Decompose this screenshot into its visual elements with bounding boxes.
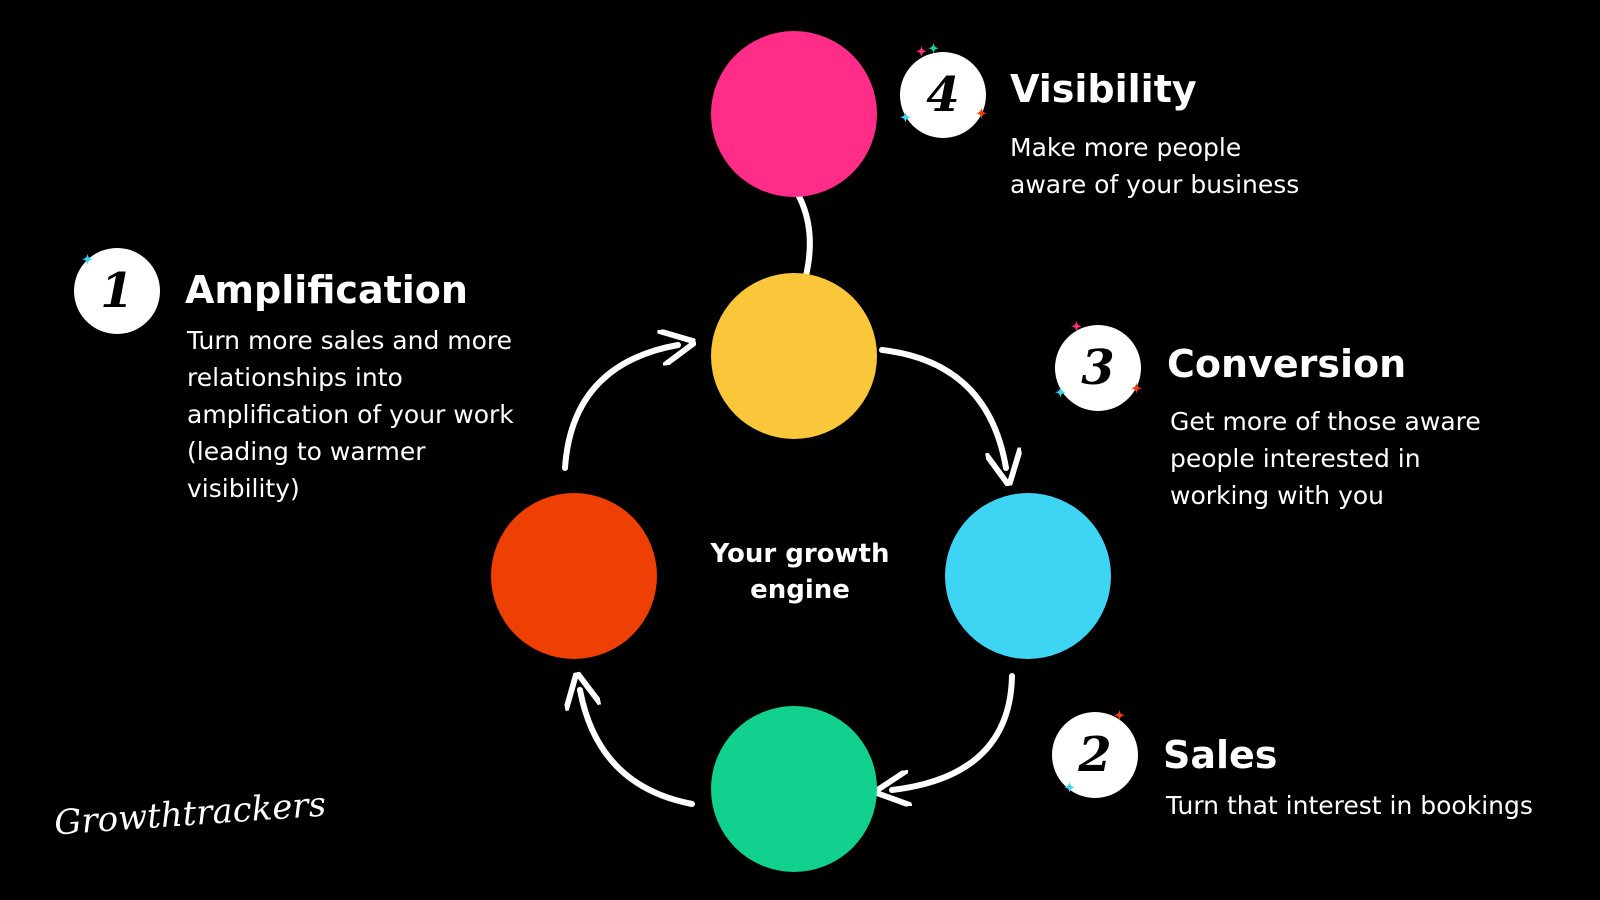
step-1-line: amplification of your work bbox=[187, 400, 514, 429]
visibility-node bbox=[711, 31, 877, 197]
step-3-description: Get more of those aware people intereste… bbox=[1170, 403, 1481, 514]
sparkle-icon: ✦ bbox=[1131, 382, 1142, 397]
step-3-line: Get more of those aware bbox=[1170, 407, 1481, 436]
step-3-title: Conversion bbox=[1167, 342, 1407, 386]
step-4-number: 4 bbox=[926, 67, 960, 123]
sparkle-icon: ✦ bbox=[1071, 320, 1082, 335]
sparkle-icon: ✦ bbox=[900, 111, 911, 126]
center-label: Your growth engine bbox=[710, 539, 890, 605]
step-3-badge: 3 ✦ ✦ ✦ bbox=[1055, 321, 1142, 411]
step-2-description: Turn that interest in bookings bbox=[1166, 787, 1533, 824]
step-1-line: relationships into bbox=[187, 363, 403, 392]
sparkle-icon: ✦ bbox=[1064, 781, 1075, 796]
step-4-line: aware of your business bbox=[1010, 170, 1300, 199]
step-1-title: Amplification bbox=[185, 268, 468, 312]
step-1-line: visibility) bbox=[187, 474, 300, 503]
hub-node bbox=[711, 273, 877, 439]
arrow-amplification-to-hub bbox=[562, 345, 678, 471]
sales-node bbox=[711, 706, 877, 872]
amplification-node bbox=[491, 493, 657, 659]
step-3-number: 3 bbox=[1081, 340, 1115, 396]
step-4-description: Make more people aware of your business bbox=[1010, 129, 1299, 203]
arrow-sales-to-amplification bbox=[580, 690, 695, 807]
sparkle-icon: ✦ bbox=[976, 107, 987, 122]
sparkle-icon: ✦ bbox=[82, 253, 93, 268]
arrow-hub-to-conversion bbox=[879, 347, 1006, 468]
conversion-node bbox=[945, 493, 1111, 659]
step-2-badge: 2 ✦ ✦ bbox=[1052, 709, 1138, 798]
sparkle-icon: ✦ bbox=[1114, 709, 1125, 724]
sparkle-icon: ✦ bbox=[1055, 386, 1066, 401]
arrow-conversion-to-sales bbox=[892, 673, 1015, 790]
step-1-description: Turn more sales and more relationships i… bbox=[187, 322, 514, 507]
step-1-number: 1 bbox=[100, 263, 134, 319]
step-4-badge: 4 ✦ ✦ ✦ ✦ bbox=[900, 43, 987, 138]
step-3-line: working with you bbox=[1170, 481, 1385, 510]
step-3-line: people interested in bbox=[1170, 444, 1421, 473]
step-1-badge: 1 ✦ bbox=[74, 248, 160, 334]
step-2-number: 2 bbox=[1078, 727, 1112, 783]
step-4-line: Make more people bbox=[1010, 133, 1242, 162]
sparkle-icon: ✦ bbox=[916, 45, 927, 60]
step-1-line: (leading to warmer bbox=[187, 437, 426, 466]
step-4-title: Visibility bbox=[1010, 67, 1197, 111]
step-2-line: Turn that interest in bookings bbox=[1166, 791, 1533, 820]
step-1-line: Turn more sales and more bbox=[187, 326, 513, 355]
sparkle-icon: ✦ bbox=[928, 42, 939, 57]
step-2-title: Sales bbox=[1163, 733, 1278, 777]
